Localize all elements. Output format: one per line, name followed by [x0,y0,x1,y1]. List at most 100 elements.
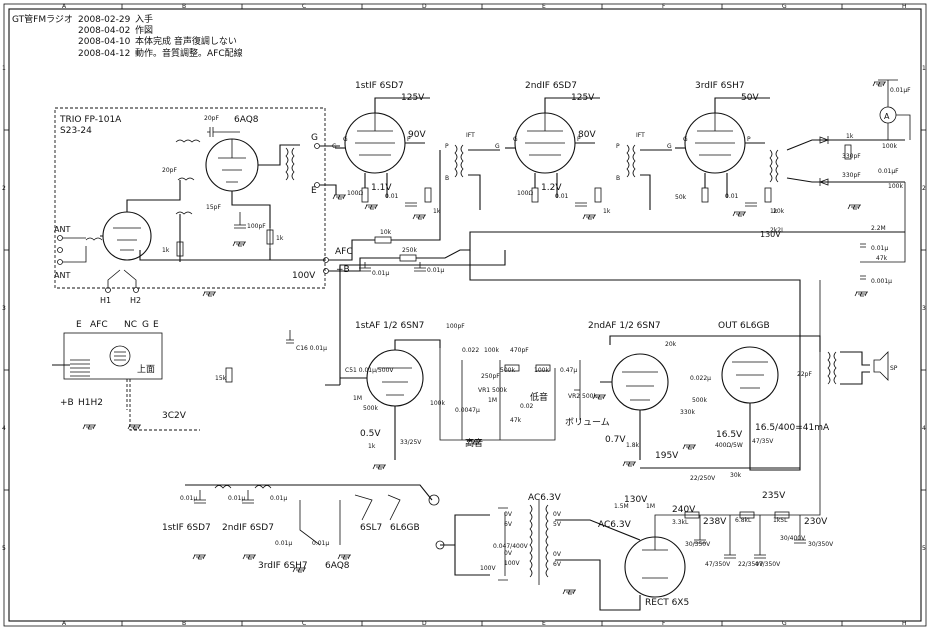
if-3-cs: 0.01 [725,193,739,200]
out-235v: 235V [762,491,786,501]
det-r1: 1k [846,133,854,140]
pinout-label-e1: E [76,320,82,330]
tube-rf [102,211,152,261]
pinout-label-e2: E [153,320,159,330]
if-1-rs: 1k [433,208,441,215]
speaker-label: SP [890,365,898,372]
af2-rk: 1.8k [626,442,640,449]
heater-c3: 0.01μ [270,495,287,502]
ift-1-pin-g: G [495,143,500,150]
log-text-1: 入手 [135,13,153,25]
fe-r1: 1k [162,247,170,254]
ps-c4: 47/350V [755,561,781,568]
fe-e-label: E [311,186,317,196]
out-spec: 16.5/400=41mA [755,423,830,433]
ps-130v: 130V [624,495,648,505]
col-label-top-C: C [302,3,306,10]
log-date-3: 2008-04-10 [78,37,131,47]
tone-r1m: 1M [488,397,497,404]
tap-5: 100V [504,560,520,567]
if-2-title: 2ndIF 6SD7 [525,81,577,91]
af1-cin: C51 0.01μ/500V [345,367,394,374]
if-1-pin-g: G [343,136,348,143]
out-cb: 22/250V [690,475,716,482]
tone-vr-high: VR1 500k [478,387,507,394]
loose-res: 15k [215,375,227,382]
row-label-right-1: 1 [922,65,926,72]
frontend-tube-label: 6AQ8 [234,115,259,125]
col-label-bottom-C: C [302,620,306,627]
if-2-cathode-v: 1.2V [541,183,562,193]
if-3-pin-p: P [747,136,751,143]
log-text-4: 動作。音質調整。AFC配線 [135,47,243,59]
fe-c1: 20pF [204,115,219,122]
if-1-title: 1stIF 6SD7 [355,81,404,91]
ps-ac-top: AC6.3V [528,493,562,503]
if-2-cs: 0.01 [555,193,569,200]
ps-c2: 47/350V [705,561,731,568]
afc-circuit: AFC +B 100V 10k 250k 0.01μ 0.01μ [292,150,905,281]
heater-c4: 0.01μ [275,540,292,547]
out-title: OUT 6L6GB [718,321,770,331]
det-r8: 1k [770,208,778,215]
af1-rg2: 500k [363,405,378,412]
tone-c2: 0.022 [462,347,479,354]
if-1-screen-v: 90V [408,130,426,140]
det-130v: 130V [760,230,781,239]
fe-g-label: G [311,133,318,143]
col-label-bottom-G: G [782,620,787,627]
power-transformer-primary [529,504,533,578]
det-c1: 330pF [842,153,861,160]
heater-h1: H1 [100,296,111,305]
col-label-top-G: G [782,3,787,10]
ac-plug-icon [435,540,445,550]
afc-c1: 0.01μ [372,270,389,277]
tone-r-high: 100k [430,400,445,407]
tone-c1: 100pF [446,323,465,330]
pinout-bottom-b: +B [60,398,74,408]
if-2-pin-p: P [577,136,581,143]
ac-volt: 100V [480,565,496,572]
ps-c1: 30/350V [685,541,711,548]
row-label-right-3: 3 [922,305,926,312]
output-transformer [827,351,837,385]
if-2-pin-g: G [513,136,518,143]
ps-c5: 30/350V [808,541,834,548]
det-r2: 100k [882,143,897,150]
af1-ck1: 33/25V [400,439,422,446]
tone-r0047: 0.0047μ [455,407,480,414]
afc-r1: 10k [380,229,392,236]
tap-7: 6V [553,561,562,568]
vol-vr: VR2 500k [568,393,597,400]
row-label-left-1: 1 [2,65,6,72]
tap-4: 0V [553,511,562,518]
ac-cap: 0.047/400V [493,543,529,550]
det-c3: 0.01μF [878,168,899,175]
af1-rg1: 1M [353,395,362,402]
heater-label-5: 6SL7 [360,523,382,533]
afc-c2: 0.01μ [427,267,444,274]
row-label-right-5: 5 [922,545,926,552]
out-vk: 16.5V [716,430,743,440]
ps-rect: RECT 6X5 [645,598,689,608]
col-label-bottom-B: B [182,620,186,627]
det-c5: 0.01μF [890,87,911,94]
fe-c4: 100pF [247,223,266,230]
tube-af2 [611,353,669,411]
heater-label-6: 6L6GB [390,523,420,533]
tone-c4: 470pF [510,347,529,354]
pilot-lamp-icon [428,494,440,506]
det-c6: 0.01μ [871,245,888,252]
if-1-cs: 0.01 [385,193,399,200]
col-label-top-H: H [902,3,907,10]
col-label-top-E: E [542,3,546,10]
ps-230v: 230V [804,517,828,527]
out-rg: 500k [692,397,707,404]
row-label-right-2: 2 [922,185,926,192]
